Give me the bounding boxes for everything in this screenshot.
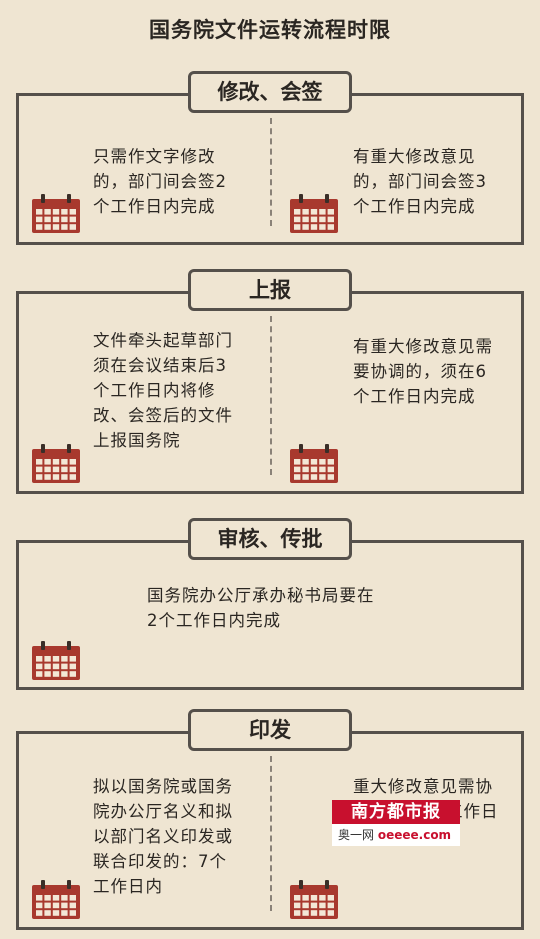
calendar-icon	[31, 194, 81, 234]
dashed-divider	[270, 756, 272, 911]
section-issue: 印发 拟以国务院或国务 院办公厅名义和拟 以部门名义印发或 联合印发的：7个 工…	[16, 709, 524, 930]
logo-name: 南方都市报	[332, 800, 460, 824]
dashed-divider	[270, 316, 272, 475]
section-label: 审核、传批	[188, 518, 352, 560]
section-label: 印发	[188, 709, 352, 751]
calendar-icon	[31, 641, 81, 681]
calendar-icon	[289, 880, 339, 920]
right-text: 有重大修改意见 的，部门间会签3 个工作日内完成	[353, 147, 487, 216]
page-title: 国务院文件运转流程时限	[149, 18, 391, 42]
section-report: 上报 文件牵头起草部门 须在会议结束后3 个工作日内将修 改、会签后的文件 上报…	[16, 269, 524, 494]
center-text: 国务院办公厅承办秘书局要在 2个工作日内完成	[147, 586, 375, 630]
left-text: 拟以国务院或国务 院办公厅名义和拟 以部门名义印发或 联合印发的：7个 工作日内	[93, 777, 233, 896]
logo-site: 奥一网 oeeee.com	[332, 824, 460, 846]
section-label: 上报	[188, 269, 352, 311]
section-review-transmit: 审核、传批 国务院办公厅承办秘书局要在 2个工作日内完成	[16, 518, 524, 690]
calendar-icon	[289, 194, 339, 234]
section-revise-cosign: 修改、会签 只需作文字修改 的，部门间会签2 个工作日内完成 有重大修改意见 的…	[16, 71, 524, 245]
left-text: 文件牵头起草部门 须在会议结束后3 个工作日内将修 改、会签后的文件 上报国务院	[93, 331, 233, 450]
calendar-icon	[31, 880, 81, 920]
right-text: 有重大修改意见需 要协调的，须在6 个工作日内完成	[353, 337, 493, 406]
left-text: 只需作文字修改 的，部门间会签2 个工作日内完成	[93, 147, 227, 216]
dashed-divider	[270, 118, 272, 226]
calendar-icon	[289, 444, 339, 484]
section-label: 修改、会签	[188, 71, 352, 113]
newspaper-logo: 南方都市报 奥一网 oeeee.com	[332, 800, 460, 848]
calendar-icon	[31, 444, 81, 484]
